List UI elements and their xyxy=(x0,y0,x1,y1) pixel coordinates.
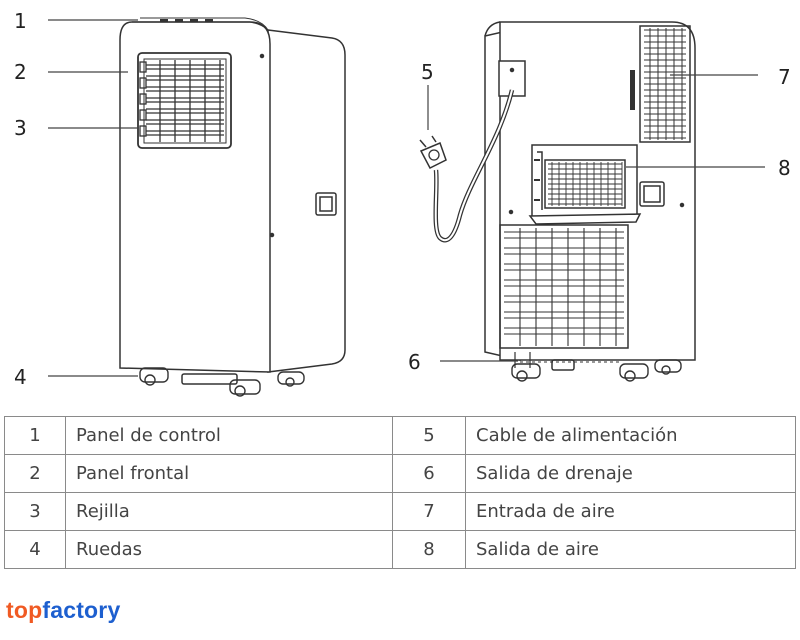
power-plug xyxy=(419,135,447,169)
parts-table: 1 Panel de control 5 Cable de alimentaci… xyxy=(4,416,796,569)
callout-2: 2 xyxy=(14,60,27,84)
front-louvre-grid xyxy=(139,60,224,142)
part-number: 2 xyxy=(4,454,66,493)
table-row: 1 Panel de control 5 Cable de alimentaci… xyxy=(4,416,796,455)
rear-view-unit xyxy=(484,21,696,382)
part-number: 8 xyxy=(392,530,466,569)
callout-4: 4 xyxy=(14,365,27,389)
brand-logo: topfactory xyxy=(6,597,120,624)
part-label: Entrada de aire xyxy=(465,492,796,531)
part-number: 7 xyxy=(392,492,466,531)
callout-3: 3 xyxy=(14,116,27,140)
part-number: 4 xyxy=(4,530,66,569)
callout-8: 8 xyxy=(778,156,791,180)
part-number: 3 xyxy=(4,492,66,531)
part-label: Salida de aire xyxy=(465,530,796,569)
table-row: 4 Ruedas 8 Salida de aire xyxy=(4,530,796,569)
callout-5: 5 xyxy=(421,60,434,84)
air-conditioner-diagram: 1 2 3 4 5 6 7 8 xyxy=(14,9,791,397)
lower-intake-grille xyxy=(504,228,624,346)
brand-logo-part2: factory xyxy=(42,597,121,623)
brand-logo-part1: top xyxy=(6,597,43,623)
part-label: Panel de control xyxy=(65,416,393,455)
part-number: 5 xyxy=(392,416,466,455)
part-number: 1 xyxy=(4,416,66,455)
part-label: Panel frontal xyxy=(65,454,393,493)
callout-1: 1 xyxy=(14,9,27,33)
part-label: Salida de drenaje xyxy=(465,454,796,493)
table-row: 3 Rejilla 7 Entrada de aire xyxy=(4,492,796,531)
air-outlet-grille xyxy=(548,162,623,206)
table-row: 2 Panel frontal 6 Salida de drenaje xyxy=(4,454,796,493)
callout-7: 7 xyxy=(778,65,791,89)
air-intake-grille xyxy=(644,28,686,140)
front-view-unit xyxy=(119,17,346,397)
part-label: Cable de alimentación xyxy=(465,416,796,455)
part-label: Rejilla xyxy=(65,492,393,531)
callout-6: 6 xyxy=(408,350,421,374)
callout-leaders xyxy=(48,19,765,377)
power-cable xyxy=(419,89,515,243)
part-label: Ruedas xyxy=(65,530,393,569)
part-number: 6 xyxy=(392,454,466,493)
